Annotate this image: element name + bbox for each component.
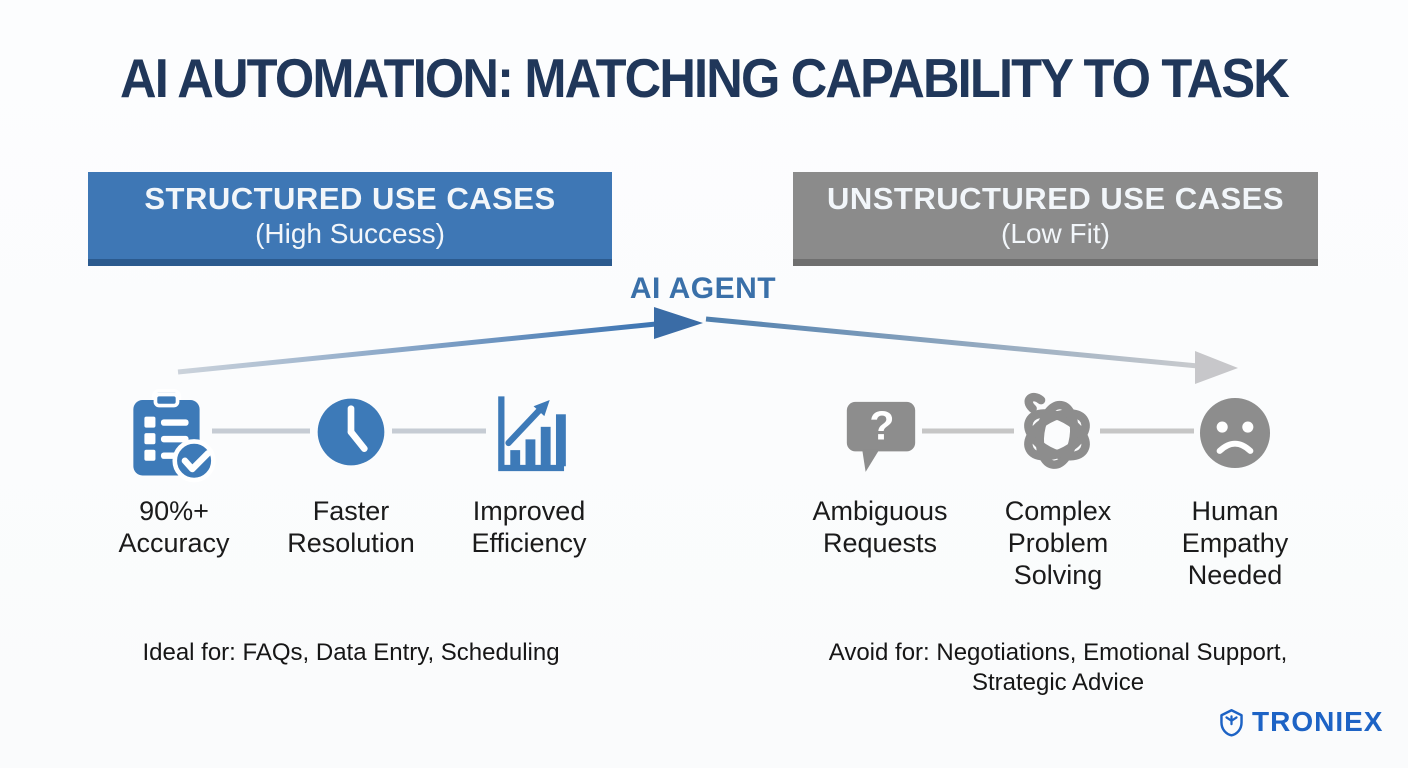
structured-header-text: STRUCTURED USE CASES xyxy=(144,180,556,216)
label-complex-problem-solving: Complex Problem Solving xyxy=(1004,496,1112,590)
troniex-shield-icon xyxy=(1218,708,1245,737)
ideal-for-note: Ideal for: FAQs, Data Entry, Scheduling xyxy=(142,639,560,666)
page-title: AI AUTOMATION: MATCHING CAPABILITY TO TA… xyxy=(120,47,1290,109)
label-ambiguous-requests: Ambiguous Requests xyxy=(812,496,948,558)
arrow-falling-line xyxy=(705,316,1199,369)
label-accuracy: 90%+ Accuracy xyxy=(118,496,230,558)
avoid-for-note: Avoid for: Negotiations, Emotional Suppo… xyxy=(828,639,1288,696)
label-human-empathy-needed: Human Empathy Needed xyxy=(1181,496,1289,590)
arrowhead-right-icon xyxy=(1195,351,1238,384)
unstructured-use-cases-header: UNSTRUCTURED USE CASES (Low Fit) xyxy=(793,172,1318,266)
clipboard-check-icon xyxy=(126,386,218,489)
clock-icon xyxy=(311,392,391,477)
arrow-rising-line xyxy=(177,321,657,375)
tangle-icon xyxy=(1012,388,1102,483)
label-improved-efficiency: Improved Efficiency xyxy=(471,496,587,558)
ai-agent-label: AI AGENT xyxy=(629,272,777,305)
unstructured-header-text: UNSTRUCTURED USE CASES xyxy=(826,180,1285,216)
svg-text:?: ? xyxy=(869,402,894,448)
sad-face-icon xyxy=(1194,392,1276,479)
arrowhead-center-icon xyxy=(654,307,703,339)
bar-chart-growth-icon xyxy=(487,390,573,483)
troniex-logo-text: TRONIEX xyxy=(1252,706,1384,737)
troniex-logo: TRONIEX xyxy=(1218,706,1383,738)
structured-subheader-text: (High Success) xyxy=(255,217,445,249)
unstructured-subheader-text: (Low Fit) xyxy=(1001,217,1110,249)
structured-use-cases-header: STRUCTURED USE CASES (High Success) xyxy=(88,172,612,266)
label-faster-resolution: Faster Resolution xyxy=(287,496,415,558)
question-bubble-icon: ? xyxy=(840,392,922,485)
